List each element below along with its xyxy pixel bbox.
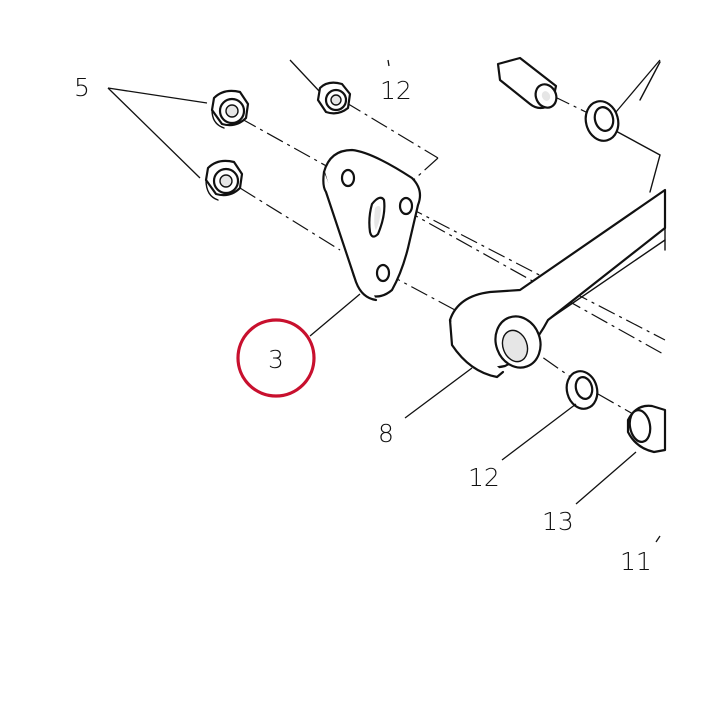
washer-lower[interactable] <box>563 368 602 412</box>
highlight-circle <box>236 318 316 398</box>
leader-lines <box>107 59 661 543</box>
callout-11: 11 <box>620 547 652 576</box>
callout-3: 3 <box>268 345 284 374</box>
callout-13: 13 <box>542 507 574 536</box>
washer-top[interactable] <box>581 98 622 145</box>
bushing-part-13[interactable] <box>626 404 667 454</box>
callout-12-top: 12 <box>380 76 412 105</box>
bushing-top[interactable] <box>496 56 560 111</box>
bracket-plate-part-3[interactable] <box>322 148 422 302</box>
flange-nut-lower[interactable] <box>204 159 244 201</box>
flange-nut-upper[interactable] <box>210 89 250 129</box>
callout-8: 8 <box>378 419 394 448</box>
link-arm-part-8[interactable] <box>448 188 667 379</box>
callout-5: 5 <box>74 73 90 102</box>
flange-nut-top[interactable] <box>316 81 352 115</box>
callout-12-bottom: 12 <box>468 463 500 492</box>
upper-arm-partial <box>613 61 661 193</box>
